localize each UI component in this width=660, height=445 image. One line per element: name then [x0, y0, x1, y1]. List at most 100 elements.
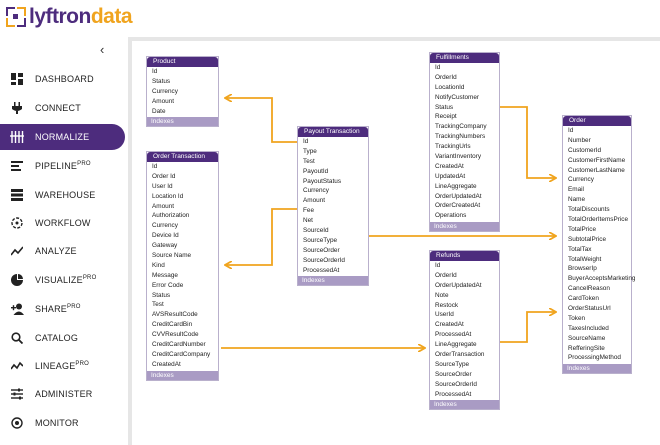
table-field[interactable]: TotalOrderItemsPrice	[568, 216, 629, 224]
table-field[interactable]: UserId	[435, 311, 454, 319]
table-indexes[interactable]: Indexes	[298, 276, 368, 286]
table-field[interactable]: Status	[152, 77, 171, 85]
table-field[interactable]: Id	[435, 262, 441, 269]
table-field[interactable]: LineAggregate	[435, 341, 477, 349]
sidebar-item-lineage[interactable]: LINEAGEPRO	[0, 353, 125, 379]
table-field[interactable]: RefferingSite	[568, 344, 605, 352]
table-field[interactable]: TaxesIncluded	[568, 324, 609, 332]
sidebar-item-monitor[interactable]: MONITOR	[0, 410, 125, 436]
sidebar-item-workflow[interactable]: WORKFLOW	[0, 210, 125, 236]
table-field[interactable]: Date	[152, 107, 166, 115]
table-field[interactable]: TotalDiscounts	[568, 206, 610, 214]
table-field[interactable]: User Id	[152, 182, 173, 190]
table-field[interactable]: SourceOrder	[303, 246, 340, 254]
table-field[interactable]: Id	[303, 138, 309, 145]
chevron-left-icon[interactable]: ‹	[100, 42, 105, 57]
table-field[interactable]: Currency	[303, 187, 329, 195]
table-field[interactable]: CardToken	[568, 295, 599, 303]
table-field[interactable]: CreatedAt	[435, 162, 464, 170]
table-field[interactable]: UpdatedAt	[435, 172, 466, 180]
table-field[interactable]: AVSResultCode	[152, 311, 198, 319]
table-field[interactable]: VariantInventory	[435, 153, 482, 161]
table-field[interactable]: CustomerFirstName	[568, 156, 626, 164]
table-field[interactable]: Currency	[152, 87, 178, 95]
table-field[interactable]: Status	[152, 291, 171, 299]
table-field[interactable]: Status	[435, 103, 454, 111]
table-field[interactable]: CreditCardBin	[152, 321, 193, 329]
table-field[interactable]: Receipt	[435, 113, 457, 121]
table-field[interactable]: Type	[303, 147, 317, 155]
table-indexes[interactable]: Indexes	[147, 117, 218, 127]
table-field[interactable]: OrderTransaction	[435, 351, 485, 359]
sidebar-item-pipeline[interactable]: PIPELINEPRO	[0, 153, 125, 179]
table-field[interactable]: Name	[568, 196, 586, 204]
table-field[interactable]: ProcessedAt	[303, 266, 340, 274]
table-field[interactable]: Error Code	[152, 281, 184, 289]
table-field[interactable]: Order Id	[152, 172, 176, 180]
table-field[interactable]: Id	[435, 64, 441, 71]
table-field[interactable]: OrderCreatedAt	[435, 202, 481, 210]
sidebar-item-connect[interactable]: CONNECT	[0, 95, 125, 121]
table-field[interactable]: CreatedAt	[152, 360, 181, 368]
table-field[interactable]: Note	[435, 291, 449, 299]
table-field[interactable]: Message	[152, 271, 178, 279]
table-field[interactable]: TrackingUrls	[435, 143, 471, 151]
table-field[interactable]: CancelReason	[568, 285, 610, 293]
sidebar-item-visualize[interactable]: VISUALIZEPRO	[0, 267, 125, 293]
table-field[interactable]: TrackingNumbers	[435, 133, 486, 141]
sidebar-item-share[interactable]: SHAREPRO	[0, 296, 125, 322]
table-field[interactable]: SubtotalPrice	[568, 235, 607, 243]
table-field[interactable]: OrderId	[435, 73, 457, 81]
table-field[interactable]: TotalWeight	[568, 255, 602, 263]
table-field[interactable]: Fee	[303, 207, 315, 215]
table-field[interactable]: CreatedAt	[435, 321, 464, 329]
table-field[interactable]: Id	[568, 127, 574, 134]
sidebar-item-catalog[interactable]: CATALOG	[0, 325, 125, 351]
table-field[interactable]: Location Id	[152, 192, 184, 200]
table-field[interactable]: BuyerAcceptsMarketing	[568, 275, 636, 283]
sidebar-item-analyze[interactable]: ANALYZE	[0, 238, 125, 264]
table-field[interactable]: SourceOrder	[435, 370, 472, 378]
table-indexes[interactable]: Indexes	[430, 222, 499, 232]
table-field[interactable]: Amount	[152, 97, 175, 105]
table-field[interactable]: Currency	[568, 176, 594, 184]
table-field[interactable]: CreditCardNumber	[152, 341, 206, 349]
table-indexes[interactable]: Indexes	[147, 370, 218, 380]
table-field[interactable]: Amount	[152, 202, 175, 210]
table-field[interactable]: TrackingCompany	[435, 123, 487, 131]
table-field[interactable]: CustomerId	[568, 146, 602, 154]
table-field[interactable]: OrderId	[435, 271, 457, 279]
table-field[interactable]: CustomerLastName	[568, 166, 625, 174]
table-field[interactable]: Source Name	[152, 252, 192, 260]
table-field[interactable]: Gateway	[152, 242, 178, 250]
table-field[interactable]: SourceName	[568, 334, 606, 342]
table-field[interactable]: Id	[152, 68, 158, 75]
table-field[interactable]: CreditCardCompany	[152, 350, 211, 358]
table-field[interactable]: TotalTax	[568, 245, 592, 253]
table-field[interactable]: PayoutStatus	[303, 177, 342, 185]
table-indexes[interactable]: Indexes	[430, 400, 499, 410]
sidebar-item-dashboard[interactable]: DASHBOARD	[0, 66, 125, 92]
table-field[interactable]: Token	[568, 314, 586, 322]
table-indexes[interactable]: Indexes	[563, 364, 631, 374]
table-field[interactable]: Currency	[152, 222, 178, 230]
table-field[interactable]: BrowserIp	[568, 265, 597, 273]
table-field[interactable]: SourceId	[303, 227, 329, 235]
table-field[interactable]: LineAggregate	[435, 182, 477, 190]
table-field[interactable]: Test	[303, 157, 315, 165]
table-field[interactable]: OrderUpdatedAt	[435, 192, 482, 200]
table-field[interactable]: TotalPrice	[568, 225, 597, 233]
table-field[interactable]: SourceType	[303, 236, 338, 244]
table-field[interactable]: Device Id	[152, 232, 179, 240]
table-field[interactable]: Amount	[303, 197, 326, 205]
table-field[interactable]: Operations	[435, 212, 467, 220]
table-field[interactable]: SourceOrderId	[303, 256, 345, 264]
table-field[interactable]: OrderUpdatedAt	[435, 281, 482, 289]
sidebar-item-warehouse[interactable]: WAREHOUSE	[0, 182, 125, 208]
sidebar-item-normalize[interactable]: NORMALIZE	[0, 124, 125, 150]
table-field[interactable]: CVVResultCode	[152, 331, 199, 339]
